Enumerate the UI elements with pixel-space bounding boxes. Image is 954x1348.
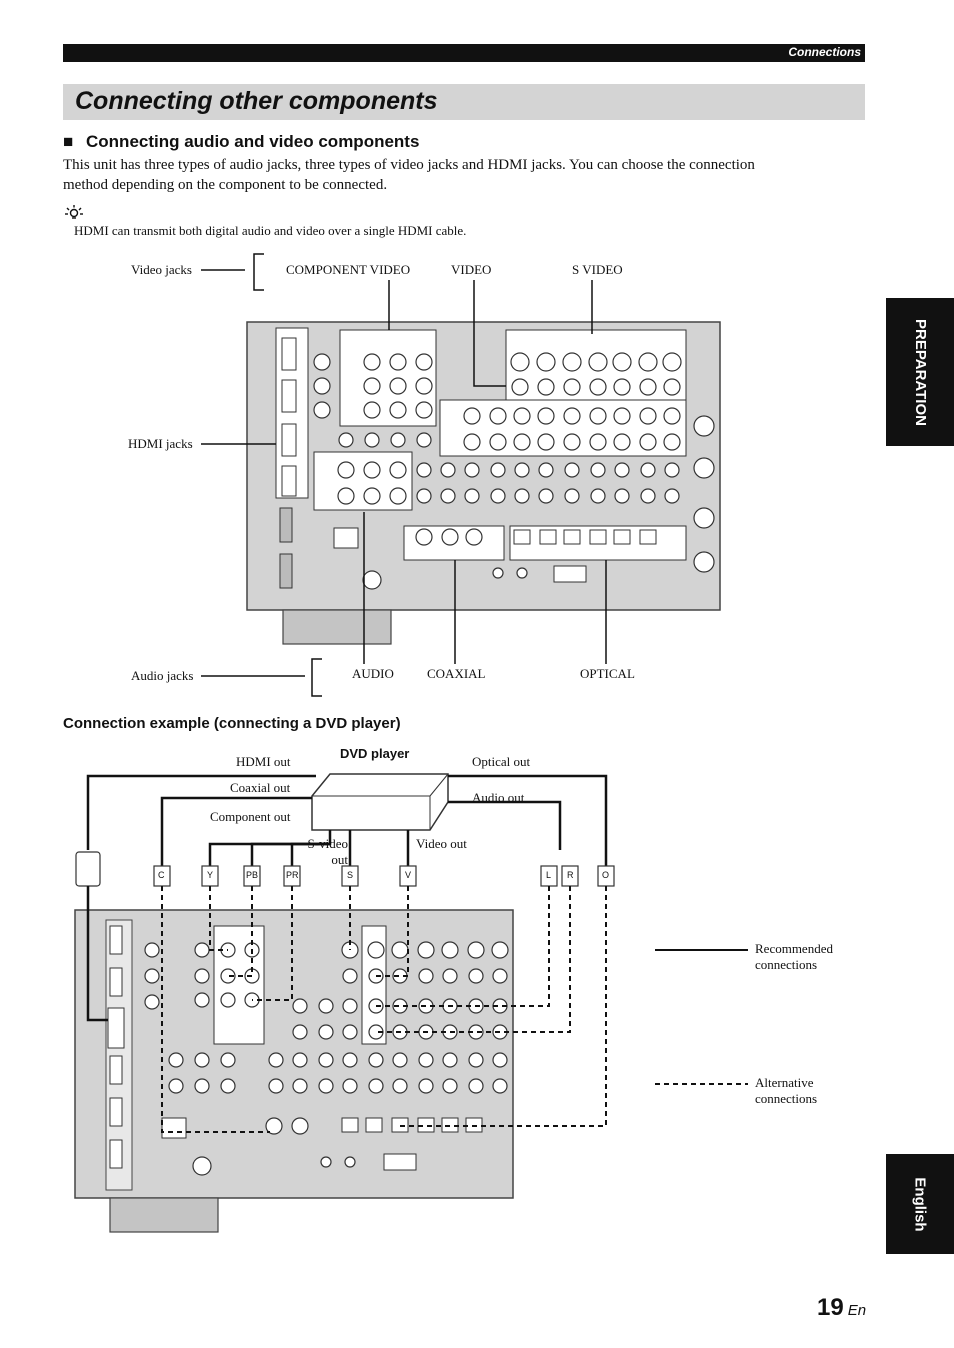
plug-label-v: V <box>405 870 412 880</box>
plug-label-o: O <box>602 870 610 880</box>
tip-text: HDMI can transmit both digital audio and… <box>74 223 467 238</box>
label-video-out: Video out <box>416 836 467 851</box>
header-bar: Connections <box>63 44 865 62</box>
plug-label-pb: PB <box>246 870 259 880</box>
legend-recommended-line1: Recommended <box>755 941 833 956</box>
label-dvd-player: DVD player <box>340 746 410 761</box>
label-optical-out: Optical out <box>472 754 531 769</box>
page-number-block: 19 En <box>817 1294 866 1322</box>
legend-recommended: Recommended connections <box>755 941 833 973</box>
section-heading-text: Connecting audio and video components <box>86 132 420 151</box>
plug-label-y: Y <box>207 870 214 880</box>
legend-alternative-line1: Alternative <box>755 1075 814 1090</box>
label-coaxial-out: Coaxial out <box>230 780 291 795</box>
label-optical: OPTICAL <box>580 666 635 681</box>
rear-panel-drawing <box>201 253 721 697</box>
dvd-connection-drawing <box>74 773 748 1233</box>
title-band: Connecting other components <box>63 84 865 120</box>
intro-line-1: This unit has three types of audio jacks… <box>63 157 755 173</box>
label-coaxial: COAXIAL <box>427 666 486 681</box>
page-title: Connecting other components <box>75 87 438 115</box>
tab-preparation[interactable]: PREPARATION <box>886 298 954 446</box>
legend-recommended-line2: connections <box>755 957 818 972</box>
label-video: VIDEO <box>451 262 492 277</box>
label-audio-out: Audio out <box>472 790 525 805</box>
label-audio-jacks: Audio jacks <box>131 668 194 683</box>
rear-panel-diagram: Video jacks COMPONENT VIDEO VIDEO S VIDE… <box>0 250 954 710</box>
dvd-connection-diagram: DVD player HDMI out Coaxial out Componen… <box>0 740 954 1240</box>
plug-label-pr: PR <box>286 870 299 880</box>
label-hdmi-out: HDMI out <box>236 754 291 769</box>
tab-english-label: English <box>911 1176 929 1232</box>
legend-alternative-line2: connections <box>755 1091 818 1106</box>
section-label: Connections <box>788 45 861 59</box>
label-component-out: Component out <box>210 809 291 824</box>
plug-label-r: R <box>567 870 574 880</box>
bullet-square: ■ <box>63 132 74 151</box>
plug-label-l: L <box>546 870 552 880</box>
lightbulb-icon <box>65 205 83 219</box>
label-s-video-out: S-video out <box>304 836 348 868</box>
section-heading-connection-example: Connection example (connecting a DVD pla… <box>63 715 401 732</box>
label-component-video: COMPONENT VIDEO <box>286 262 411 277</box>
tab-english[interactable]: English <box>886 1154 954 1254</box>
label-audio: AUDIO <box>352 666 394 681</box>
label-video-jacks: Video jacks <box>131 262 192 277</box>
label-hdmi-jacks: HDMI jacks <box>128 436 193 451</box>
section-heading-audio-video: ■ Connecting audio and video components <box>63 132 419 152</box>
plug-label-s: S <box>347 870 354 880</box>
page-suffix: En <box>847 1302 867 1319</box>
intro-line-2: method depending on the component to be … <box>63 177 388 193</box>
intro-paragraph: This unit has three types of audio jacks… <box>63 155 863 195</box>
label-s-video: S VIDEO <box>572 262 623 277</box>
label-s-video-out-line2: out <box>331 852 348 867</box>
tab-preparation-label: PREPARATION <box>911 318 929 426</box>
page-number: 19 <box>817 1294 844 1321</box>
label-s-video-out-line1: S-video <box>307 836 348 851</box>
legend-alternative: Alternative connections <box>755 1075 817 1107</box>
plug-label-c: C <box>158 870 165 880</box>
